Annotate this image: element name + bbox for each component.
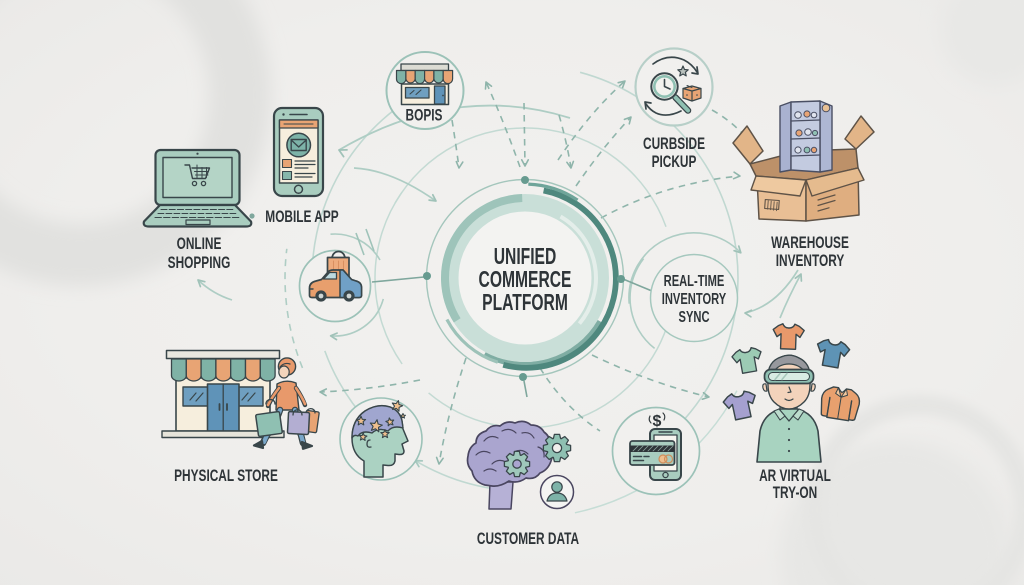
svg-text:PHYSICAL STORE: PHYSICAL STORE bbox=[174, 467, 278, 485]
svg-text:COMMERCE: COMMERCE bbox=[479, 267, 572, 293]
svg-text:SHOPPING: SHOPPING bbox=[168, 254, 231, 272]
svg-text:REAL-TIME: REAL-TIME bbox=[664, 272, 725, 289]
svg-text:MOBILE APP: MOBILE APP bbox=[265, 208, 339, 226]
svg-text:WAREHOUSE: WAREHOUSE bbox=[771, 234, 849, 252]
svg-text:AR VIRTUAL: AR VIRTUAL bbox=[759, 467, 831, 485]
svg-text:BOPIS: BOPIS bbox=[406, 107, 443, 125]
svg-text:CUSTOMER DATA: CUSTOMER DATA bbox=[477, 530, 579, 548]
svg-text:INVENTORY: INVENTORY bbox=[662, 290, 726, 307]
svg-text:INVENTORY: INVENTORY bbox=[776, 252, 845, 270]
svg-text:SYNC: SYNC bbox=[678, 308, 709, 325]
svg-text:PLATFORM: PLATFORM bbox=[482, 290, 568, 316]
svg-text:CURBSIDE: CURBSIDE bbox=[643, 135, 705, 153]
svg-text:PICKUP: PICKUP bbox=[652, 153, 697, 171]
svg-text:UNIFIED: UNIFIED bbox=[494, 244, 557, 270]
svg-text:ONLINE: ONLINE bbox=[177, 235, 222, 253]
svg-text:$: $ bbox=[653, 413, 662, 430]
svg-text:TRY-ON: TRY-ON bbox=[773, 484, 817, 502]
